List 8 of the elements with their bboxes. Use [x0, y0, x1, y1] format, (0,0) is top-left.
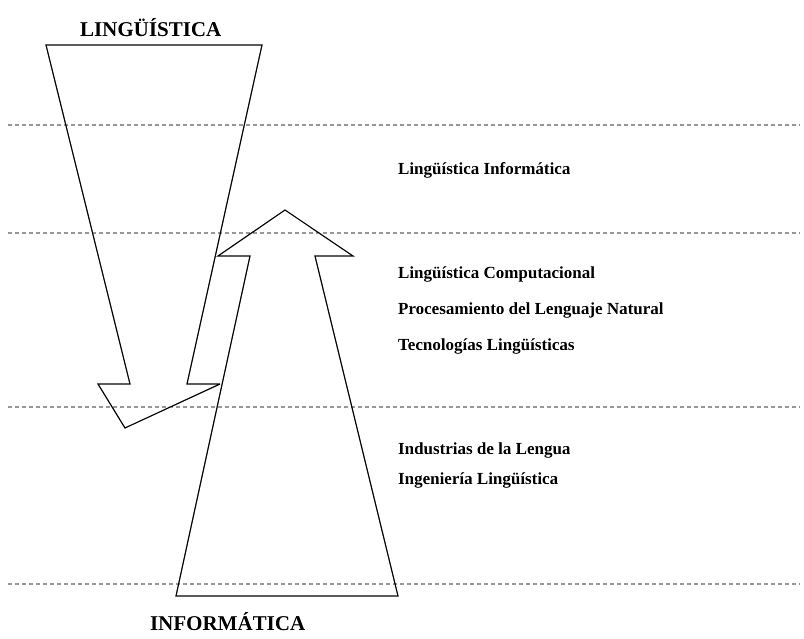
band-label: Lingüística Computacional: [398, 264, 595, 283]
band-label: Industrias de la Lengua: [398, 440, 570, 459]
heading: INFORMÁTICA: [150, 612, 306, 636]
heading: LINGÜÍSTICA: [80, 18, 222, 42]
band-label: Procesamiento del Lenguaje Natural: [398, 300, 664, 319]
band-label: Lingüística Informática: [398, 160, 570, 179]
band-label: Tecnologías Lingüísticas: [398, 336, 574, 355]
band-label: Ingeniería Lingüística: [398, 470, 558, 489]
